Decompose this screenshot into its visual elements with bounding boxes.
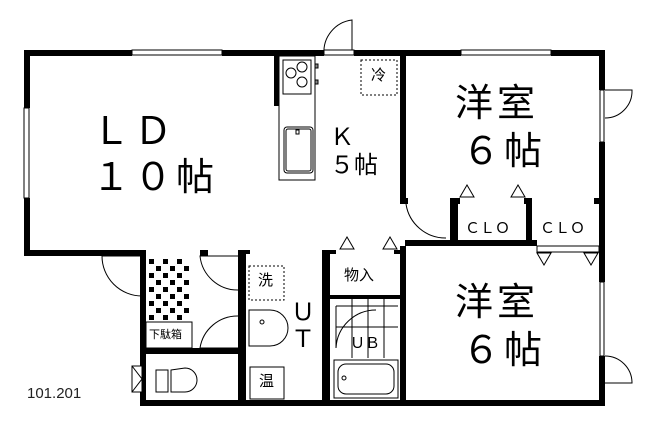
room-ld-name: ＬＤ	[92, 109, 177, 153]
room-western1-name: 洋室	[455, 81, 540, 125]
door-swings	[101, 19, 633, 384]
windows	[23, 49, 605, 357]
shoe-cabinet-label: 下駄箱	[149, 328, 182, 341]
room-western2-size: ６帖	[462, 328, 547, 372]
unit-bath	[333, 299, 399, 399]
unit-bath-label: ＵＢ	[350, 334, 381, 352]
closet-2-label: ＣＬＯ	[540, 219, 586, 237]
walls	[24, 50, 605, 406]
storage-label: 物入	[344, 266, 375, 284]
washer-label: 洗	[258, 271, 274, 289]
utility-label-u: Ｕ	[291, 298, 315, 326]
room-kitchen-name: Ｋ	[330, 123, 354, 151]
kitchen-counter	[278, 55, 319, 181]
room-western1-size: ６帖	[462, 129, 547, 173]
unit-numbers: 101.201	[27, 385, 82, 402]
water-heater-label: 温	[259, 372, 275, 390]
refrigerator-label: 冷	[371, 66, 387, 84]
closet-1-label: ＣＬＯ	[465, 219, 511, 237]
utility-label-t: Ｔ	[291, 325, 315, 353]
room-western2-name: 洋室	[455, 280, 540, 324]
room-kitchen-size: ５帖	[330, 151, 378, 179]
room-ld-size: １０帖	[92, 155, 219, 199]
closet-door-markers	[339, 184, 600, 266]
fixtures	[131, 59, 398, 400]
